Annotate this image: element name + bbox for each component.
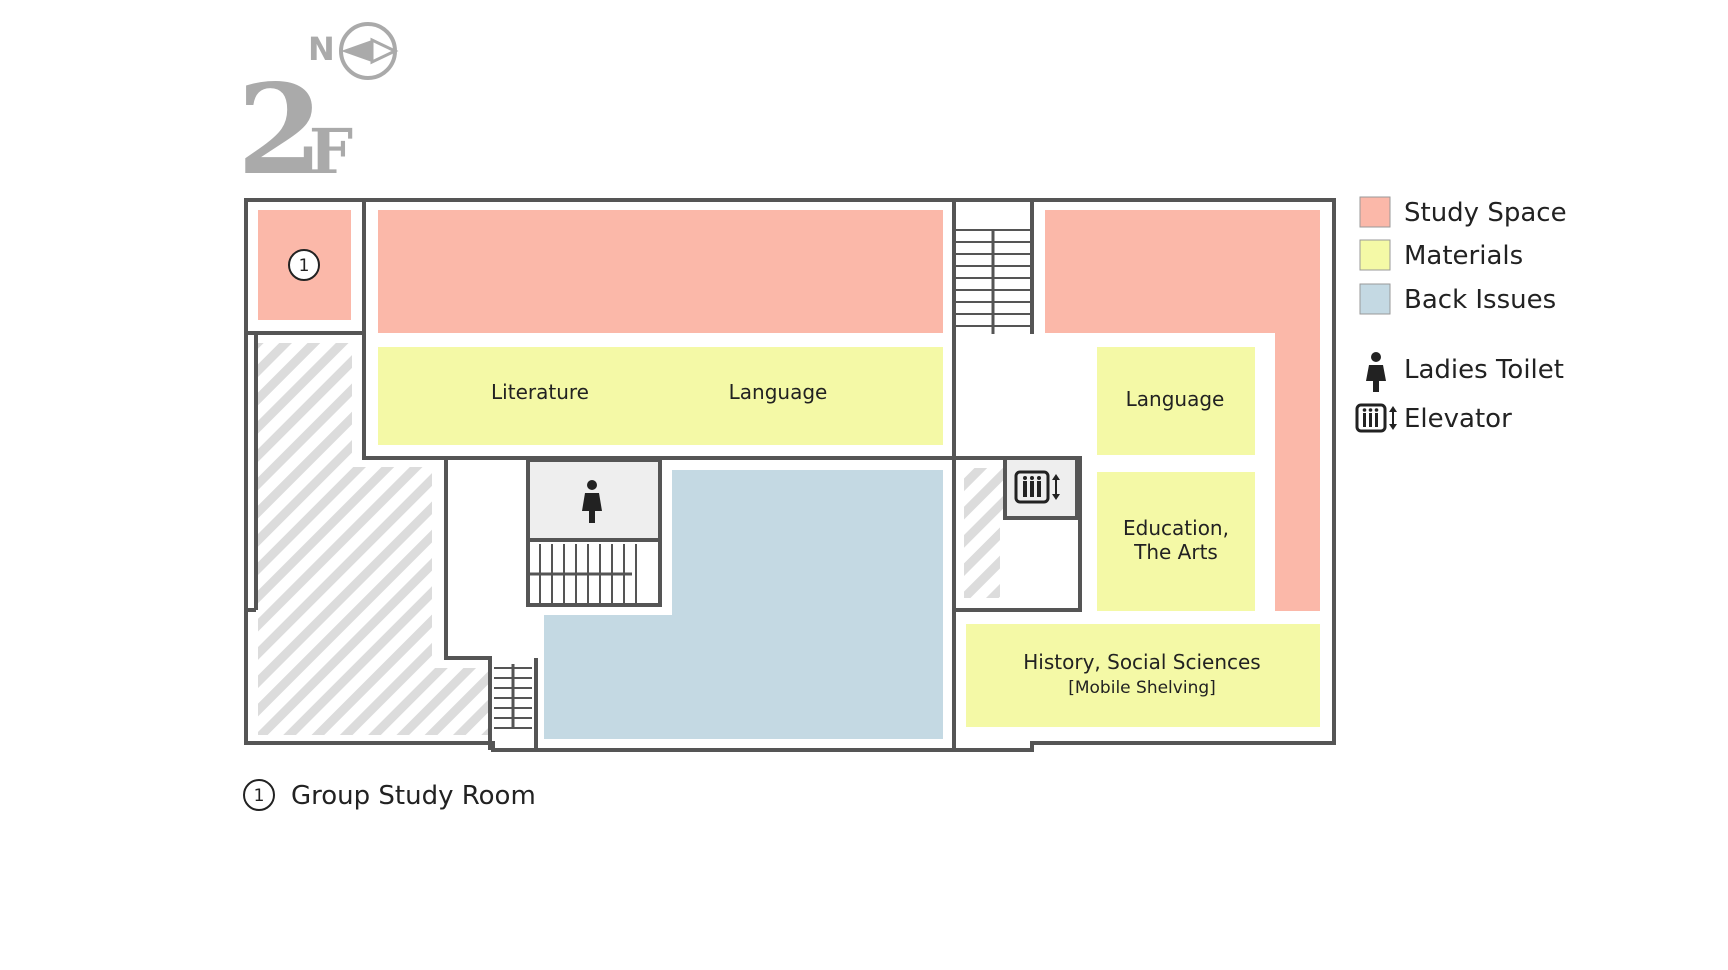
- legend-label-study-space: Study Space: [1404, 198, 1567, 228]
- group-study-marker: 1: [288, 249, 320, 281]
- back-issues-area: [544, 470, 943, 739]
- legend-item-ladies-toilet: Ladies Toilet: [1366, 352, 1564, 392]
- legend-item-elevator: Elevator: [1355, 403, 1512, 434]
- study-space-east: [1045, 210, 1320, 611]
- legend-item-materials: Materials: [1359, 239, 1523, 271]
- materials-history-social: [966, 624, 1320, 727]
- legend-item-back-issues: Back Issues: [1359, 283, 1556, 315]
- legend-label-elevator: Elevator: [1404, 404, 1512, 434]
- swatch-materials: [1359, 239, 1391, 271]
- compass-icon: [339, 22, 399, 80]
- study-space-north: [378, 210, 943, 333]
- label-language-left: Language: [729, 380, 828, 404]
- footnote-label: Group Study Room: [291, 781, 536, 811]
- swatch-study-space: [1359, 196, 1391, 228]
- footnote-number: 1: [254, 786, 265, 806]
- footnote: 1 Group Study Room: [243, 779, 536, 811]
- hatched-area-west: [258, 343, 488, 735]
- swatch-back-issues: [1359, 283, 1391, 315]
- group-study-marker-number: 1: [299, 256, 310, 276]
- floor-suffix: F: [309, 115, 353, 188]
- ladies-toilet-icon: [1366, 352, 1386, 392]
- label-mobile-shelving: [Mobile Shelving]: [1068, 678, 1216, 698]
- north-label: N: [308, 30, 335, 68]
- legend-label-ladies-toilet: Ladies Toilet: [1404, 355, 1564, 385]
- label-language-right: Language: [1126, 387, 1225, 411]
- elevator-icon: [1355, 403, 1397, 433]
- materials-language-east: [1097, 347, 1255, 455]
- label-the-arts: The Arts: [1133, 540, 1218, 564]
- staircase-central: [530, 544, 637, 606]
- legend-label-back-issues: Back Issues: [1404, 285, 1556, 315]
- legend: Study Space Materials Back Issues Ladies…: [1355, 196, 1567, 434]
- floor-label: 2 F: [237, 58, 353, 203]
- ladies-toilet-icon: [582, 480, 602, 523]
- label-literature: Literature: [491, 380, 589, 404]
- label-education: Education,: [1123, 516, 1229, 540]
- legend-item-study-space: Study Space: [1359, 196, 1567, 228]
- walls: [244, 198, 1336, 752]
- label-history: History, Social Sciences: [1023, 650, 1260, 674]
- building-plan: 1 Literature Language Language Education…: [244, 198, 1336, 752]
- materials-literature-language: [378, 347, 943, 445]
- staircase-north: [956, 229, 1030, 334]
- materials-education-arts: [1097, 472, 1255, 611]
- legend-label-materials: Materials: [1404, 241, 1523, 271]
- floor-number: 2: [237, 58, 323, 203]
- footnote-marker: [243, 779, 275, 811]
- elevator-icon: [1014, 470, 1060, 504]
- north-compass: N: [308, 22, 399, 80]
- staircase-south: [494, 664, 532, 729]
